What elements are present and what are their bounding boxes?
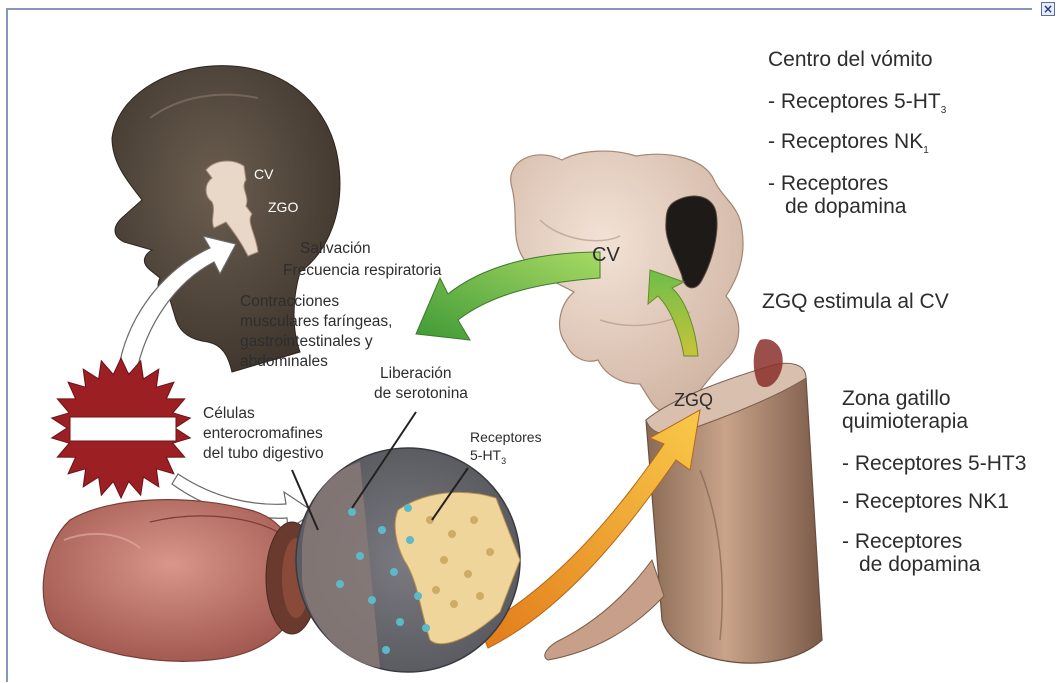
label-contracciones-1: Contracciones — [240, 293, 339, 310]
stop-sign-bar — [70, 417, 176, 441]
zona-title-line1: Zona gatillo — [842, 387, 951, 411]
label-cv-head: CV — [254, 167, 273, 183]
zona-title-line2: quimioterapia — [842, 410, 968, 434]
centro-item-3-line2: de dopamina — [785, 195, 906, 219]
label-cv-brainstem: CV — [592, 244, 620, 266]
zona-item-3-line1: - Receptores — [842, 530, 962, 554]
centro-item-3-line1: - Receptores — [768, 172, 888, 196]
label-contracciones-2: musculares faríngeas, — [240, 313, 393, 330]
label-receptores-small-2: 5-HT3 — [470, 448, 506, 466]
centro-title: Centro del vómito — [768, 48, 933, 72]
label-liberacion-2: de serotonina — [374, 385, 468, 402]
zona-item-2: - Receptores NK1 — [842, 490, 1009, 514]
label-celulas-3: del tubo digestivo — [203, 445, 324, 462]
close-icon[interactable]: × — [1041, 2, 1055, 16]
label-frecuencia: Frecuencia respiratoria — [283, 262, 442, 279]
label-receptores-small-1: Receptores — [470, 430, 542, 446]
zgq-estimula-label: ZGQ estimula al CV — [762, 290, 949, 314]
zona-item-1: - Receptores 5-HT3 — [842, 452, 1026, 476]
zona-item-3-line2: de dopamina — [859, 553, 980, 577]
centro-item-1: - Receptores 5-HT3 — [768, 90, 946, 116]
label-salivacion: Salivación — [300, 240, 371, 257]
label-contracciones-3: gastrointestinales y — [240, 333, 373, 350]
label-contracciones-4: abdominales — [240, 353, 328, 370]
label-liberacion-1: Liberación — [380, 365, 452, 382]
centro-item-2: - Receptores NK1 — [768, 130, 929, 156]
intestine — [43, 500, 318, 662]
label-zgo-head: ZGO — [268, 200, 298, 216]
magnified-villus — [296, 448, 520, 672]
label-celulas-2: enterocromafines — [203, 425, 323, 442]
label-celulas-1: Células — [203, 405, 255, 422]
label-zgq-brainstem: ZGQ — [674, 390, 713, 410]
